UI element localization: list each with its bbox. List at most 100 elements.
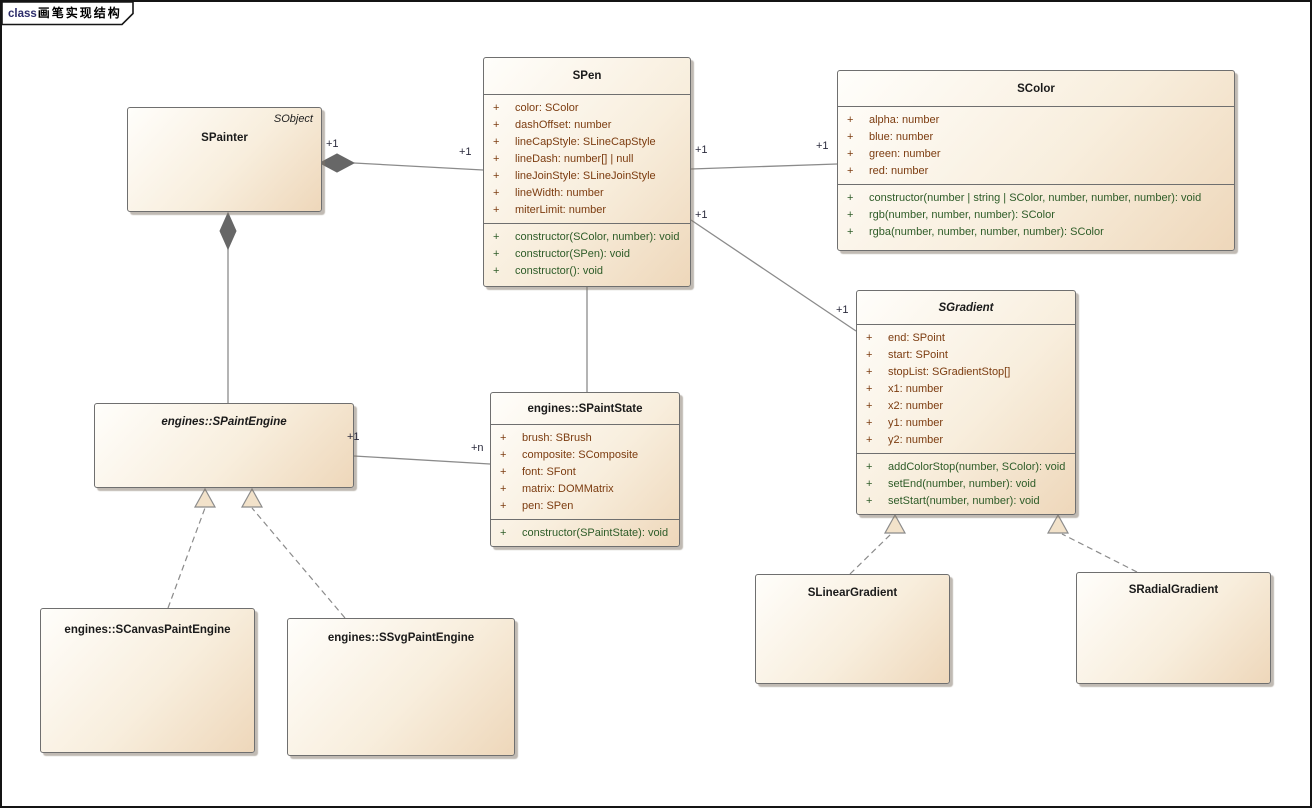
attribute-row: +pen: SPen	[491, 498, 679, 515]
method-row: +constructor(number | string | SColor, n…	[838, 190, 1234, 207]
class-title: SLinearGradient	[807, 587, 898, 599]
method-text: constructor(SColor, number): void	[515, 231, 680, 243]
visibility-marker: +	[500, 466, 507, 478]
class-box-sradial[interactable]: SRadialGradient	[1076, 572, 1271, 684]
class-box-scanvas[interactable]: engines::SCanvasPaintEngine	[40, 608, 255, 753]
method-text: addColorStop(number, SColor): void	[888, 461, 1066, 473]
method-row: + constructor(SPen): void	[484, 246, 690, 263]
attribute-text: brush: SBrush	[522, 432, 592, 444]
attribute-row: +stopList: SGradientStop[]	[857, 364, 1075, 381]
attribute-row: + start: SPoint	[857, 347, 1075, 364]
attribute-text: y2: number	[888, 434, 944, 446]
visibility-marker: +	[847, 148, 854, 160]
attribute-text: lineDash: number[] | null	[515, 153, 634, 165]
visibility-marker: +	[866, 366, 873, 378]
frame-tab: class画笔实现结构	[8, 4, 122, 21]
connector-painter-paintengine	[219, 211, 237, 403]
method-text: rgb(number, number, number): SColor	[869, 209, 1055, 221]
attribute-row: +dashOffset: number	[484, 117, 690, 134]
visibility-marker: +	[866, 383, 873, 395]
visibility-marker: +	[866, 417, 873, 429]
frame-tab-shape	[1, 1, 134, 26]
attribute-text: lineWidth: number	[515, 187, 604, 199]
attribute-text: red: number	[869, 165, 929, 177]
attribute-text: pen: SPen	[522, 500, 574, 512]
class-box-spaintstate[interactable]: engines::SPaintState+brush: SBrush+compo…	[490, 392, 680, 547]
attribute-row: +end: SPoint	[857, 330, 1075, 347]
attribute-text: green: number	[869, 148, 941, 160]
attribute-text: y1: number	[888, 417, 944, 429]
attribute-row: +alpha: number	[838, 112, 1234, 129]
attribute-text: matrix: DOMMatrix	[522, 483, 614, 495]
method-row: + constructor(): void	[484, 263, 690, 280]
class-box-ssvg[interactable]: engines::SSvgPaintEngine	[287, 618, 515, 756]
attribute-text: x1: number	[888, 383, 944, 395]
visibility-marker: +	[866, 461, 873, 473]
methods-compartment: +constructor(number | string | SColor, n…	[838, 184, 1234, 250]
visibility-marker: +	[847, 114, 854, 126]
attributes-compartment: +color: SColor+dashOffset: number + lineCa…	[484, 94, 690, 223]
method-text: constructor(SPen): void	[515, 248, 630, 260]
attribute-row: + green: number	[838, 146, 1234, 163]
attribute-row: +miterLimit: number	[484, 202, 690, 219]
stereotype-label: SObject	[273, 113, 313, 125]
class-box-spaintengine[interactable]: engines::SPaintEngine	[94, 403, 354, 488]
visibility-marker: +	[847, 165, 854, 177]
attribute-row: + y1: number	[857, 415, 1075, 432]
attribute-row: + font: SFont	[491, 464, 679, 481]
class-title: SPainter	[201, 132, 248, 144]
visibility-marker: +	[493, 248, 500, 260]
class-title: engines::SPaintEngine	[161, 416, 287, 428]
visibility-marker: +	[500, 432, 507, 444]
attribute-row: +matrix: DOMMatrix	[491, 481, 679, 498]
attribute-row: +color: SColor	[484, 100, 690, 117]
connector-painter-pen	[318, 153, 484, 173]
attribute-text: font: SFont	[522, 466, 576, 478]
class-box-slinear[interactable]: SLinearGradient	[755, 574, 950, 684]
class-title: engines::SCanvasPaintEngine	[64, 624, 231, 636]
method-row: +rgb(number, number, number): SColor	[838, 207, 1234, 224]
methods-compartment: +constructor(SPaintState): void	[491, 519, 679, 546]
attributes-compartment: +brush: SBrush+composite: SComposite+fon…	[491, 424, 679, 519]
methods-compartment: + constructor(SColor, number): void + const…	[484, 223, 690, 286]
multiplicity-label-pen-gradient-1: +1	[836, 304, 849, 316]
visibility-marker: +	[847, 226, 854, 238]
class-box-scolor[interactable]: SColor +alpha: number+blue: number + green:…	[837, 70, 1235, 251]
visibility-marker: +	[866, 478, 873, 490]
attribute-text: miterLimit: number	[515, 204, 607, 216]
method-row: +rgba(number, number, number, number): S…	[838, 224, 1234, 241]
class-box-sgradient[interactable]: SGradient+end: SPoint+start: SPoint+stop…	[856, 290, 1076, 515]
class-box-spen[interactable]: SPen+color: SColor+dashOffset: number+li…	[483, 57, 691, 287]
attribute-row: + brush: SBrush	[491, 430, 679, 447]
multiplicity-label-paintengine-paintstate-1: +n	[471, 442, 484, 454]
class-title: engines::SSvgPaintEngine	[327, 632, 475, 644]
visibility-marker: +	[866, 434, 873, 446]
multiplicity-label-pen-color-1: +1	[816, 140, 829, 152]
connector-pen-color	[690, 163, 838, 170]
method-text: constructor(): void	[515, 265, 604, 277]
method-row: +constructor(SPaintState): void	[491, 525, 679, 542]
attribute-row: + x1: number	[857, 381, 1075, 398]
attribute-text: end: SPoint	[888, 332, 945, 344]
visibility-marker: +	[493, 102, 500, 114]
visibility-marker: +	[866, 349, 873, 361]
class-title: SColor	[1017, 82, 1055, 95]
connector-svg-engine-realization	[240, 487, 346, 619]
attribute-text: lineCapStyle: SLineCapStyle	[515, 136, 656, 148]
attribute-text: start: SPoint	[888, 349, 948, 361]
attribute-text: lineJoinStyle: SLineJoinStyle	[515, 170, 656, 182]
attribute-row: +lineWidth: number	[484, 185, 690, 202]
methods-compartment: +addColorStop(number, SColor): void+setE…	[857, 453, 1075, 514]
class-title: SPen	[572, 70, 602, 82]
visibility-marker: +	[493, 265, 500, 277]
attribute-row: + red: number	[838, 163, 1234, 180]
connector-linear-gradient-realization	[849, 513, 907, 575]
visibility-marker: +	[493, 170, 500, 182]
attribute-row: +blue: number	[838, 129, 1234, 146]
method-row: +setStart(number, number): void	[857, 493, 1075, 510]
attribute-row: +x2: number	[857, 398, 1075, 415]
attribute-text: x2: number	[888, 400, 944, 412]
